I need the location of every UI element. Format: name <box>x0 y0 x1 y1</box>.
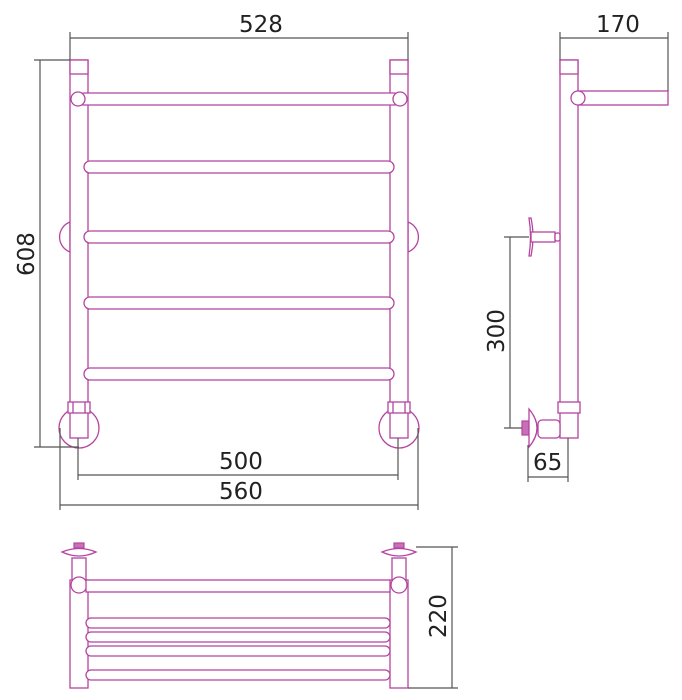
dim-wall-offset: 65 <box>533 450 562 476</box>
dim-depth: 170 <box>596 12 640 38</box>
wall-flanges <box>58 221 420 449</box>
dim-shelf-depth: 220 <box>426 594 452 638</box>
right-pipe <box>387 59 411 439</box>
dim-overall-width: 528 <box>239 12 283 38</box>
dimension-lines <box>34 32 419 510</box>
dim-center-distance: 500 <box>219 449 263 475</box>
bottom-view: 220 <box>60 542 458 689</box>
dim-total-width: 560 <box>219 479 263 505</box>
upper-bracket <box>528 217 561 257</box>
front-view: 528 608 500 560 <box>14 12 420 510</box>
rails <box>70 91 408 381</box>
dim-height: 608 <box>14 232 40 276</box>
lower-connector <box>521 407 561 449</box>
left-pipe <box>67 59 91 439</box>
side-view: 170 300 65 <box>484 12 669 482</box>
dim-connection-distance: 300 <box>484 309 510 353</box>
